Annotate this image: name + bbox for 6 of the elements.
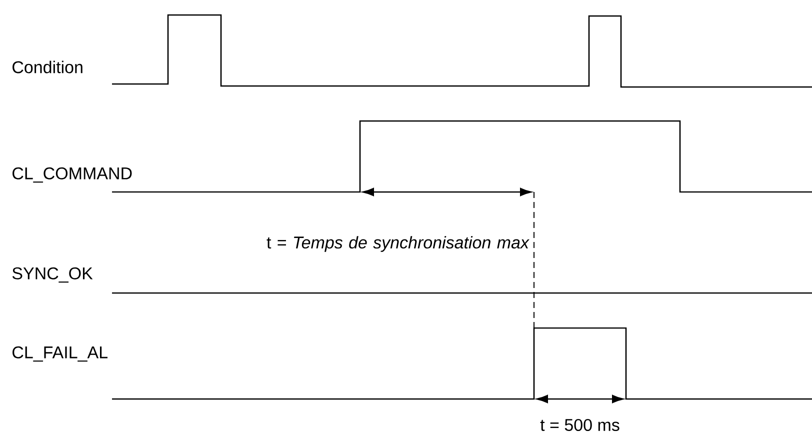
- signal-label: CL_COMMAND: [12, 167, 132, 183]
- signal-label: SYNC_OK: [12, 267, 93, 283]
- dimension-label: t = 500 ms: [540, 418, 620, 431]
- signal-label: Condition: [12, 60, 82, 74]
- dimension-label: t = Temps de synchronisation max: [266, 236, 530, 252]
- signal-label: CL_FAIL_AL: [12, 346, 108, 362]
